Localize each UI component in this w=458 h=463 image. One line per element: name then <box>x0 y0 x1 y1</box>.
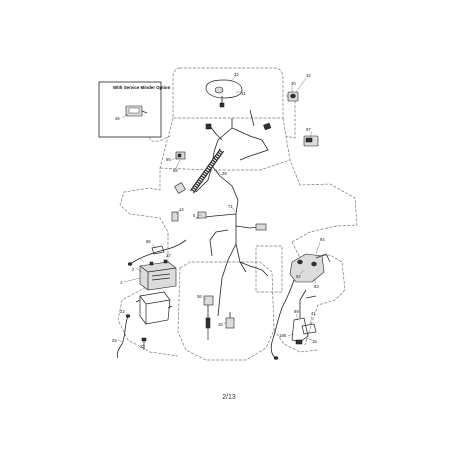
engine-box <box>255 245 283 293</box>
callout-97: 97 <box>306 127 311 132</box>
starter-cable <box>270 279 295 360</box>
frame-upper-right <box>282 117 358 243</box>
callout-95: 95 <box>166 157 171 162</box>
harness-tube <box>174 148 225 194</box>
ground-bolt <box>141 337 147 350</box>
callout-32: 32 <box>234 72 239 77</box>
ground-cable <box>116 314 131 359</box>
callout-18: 18 <box>312 339 317 344</box>
callout-36: 36 <box>197 294 202 299</box>
callout-86: 86 <box>146 239 151 244</box>
inset-part-number: 46 <box>115 116 120 121</box>
battery-hold-down <box>151 245 165 255</box>
hood-outline <box>172 67 284 119</box>
battery <box>139 259 177 291</box>
page-number: 2/13 <box>222 394 236 401</box>
callout-30: 30 <box>291 81 296 86</box>
callout-numbers: 33 30 32 31 97 95 28 88 14 71 5 86 27 1 … <box>112 72 325 349</box>
callout-22: 22 <box>120 309 125 314</box>
leader-lines <box>117 75 321 347</box>
callout-1: 1 <box>120 280 123 285</box>
callout-71: 71 <box>228 204 233 209</box>
pto-switch <box>203 295 214 340</box>
callout-14: 14 <box>179 207 184 212</box>
clutch-switch <box>225 312 235 329</box>
callout-27: 27 <box>166 253 171 258</box>
battery-tray <box>135 291 173 325</box>
battery-cable-red <box>127 239 187 266</box>
connector-left <box>175 151 186 160</box>
hour-meter <box>125 105 148 117</box>
bracket-right <box>301 295 317 335</box>
callout-33: 33 <box>306 73 311 78</box>
hood-side-left <box>149 96 171 142</box>
callout-16: 16 <box>218 322 223 327</box>
callout-31: 31 <box>241 91 246 96</box>
wiring-harness <box>195 109 272 317</box>
dash-panel <box>159 159 291 171</box>
callout-2: 2 <box>132 267 135 272</box>
callout-29: 29 <box>112 338 117 343</box>
callout-28: 28 <box>222 171 227 176</box>
callout-41: 41 <box>311 311 316 316</box>
starter-assembly <box>289 253 331 283</box>
seat-safety-switch <box>303 135 319 147</box>
brake-switch <box>291 289 309 345</box>
rear-left <box>117 284 179 357</box>
callout-88: 88 <box>173 168 178 173</box>
service-minder-inset: With Service Minder Option 46 <box>98 81 171 138</box>
callout-99: 99 <box>294 309 299 314</box>
hood-side-right <box>285 95 296 139</box>
callout-94: 94 <box>320 237 325 242</box>
callout-5: 5 <box>193 213 196 218</box>
ignition-switch <box>205 79 243 108</box>
relay-14 <box>171 211 179 222</box>
light-switch <box>287 91 299 102</box>
frame-upper <box>119 117 174 286</box>
callout-92: 92 <box>296 274 301 279</box>
inset-title: With Service Minder Option <box>113 85 171 90</box>
callout-93: 93 <box>314 284 319 289</box>
callout-23: 23 <box>140 344 145 349</box>
callout-198: 198 <box>279 333 287 338</box>
seat-deck <box>177 261 275 361</box>
